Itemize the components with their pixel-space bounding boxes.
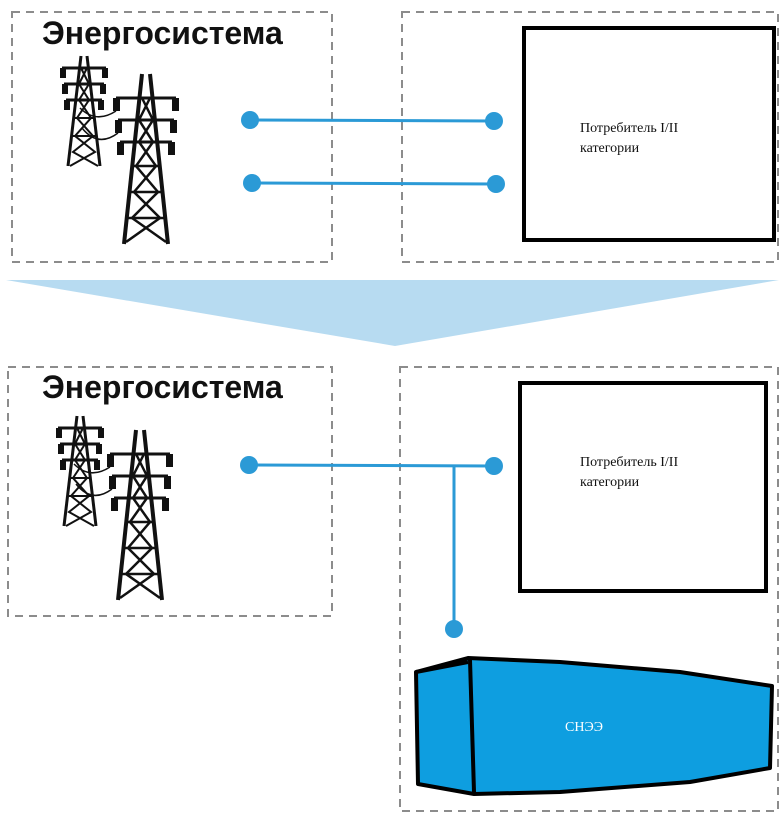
transition-arrow <box>6 280 779 346</box>
supply-line-3 <box>240 456 503 638</box>
consumer-label-2: Потребитель I/II категории <box>580 455 682 490</box>
consumer-panel <box>401 11 779 263</box>
power-system-panel <box>11 11 333 263</box>
storage-label: СНЭЭ <box>565 720 603 735</box>
energy-storage-block: СНЭЭ <box>414 656 774 796</box>
before-scheme: Энергосистема Потребитель I/II категории <box>11 11 779 263</box>
consumer-panel-2 <box>399 366 779 812</box>
power-system-title-2: Энергосистема <box>42 369 283 405</box>
power-system-title: Энергосистема <box>42 15 283 51</box>
power-tower-icon <box>58 54 181 246</box>
consumer-box <box>522 26 776 242</box>
supply-line-1 <box>241 111 503 130</box>
consumer-box-2 <box>518 381 768 593</box>
supply-line-2 <box>243 174 505 193</box>
power-system-panel-2 <box>7 366 333 617</box>
after-scheme: Энергосистема Потребитель I/II категории… <box>7 366 779 812</box>
power-tower-icon <box>54 414 175 602</box>
consumer-label: Потребитель I/II категории <box>580 121 682 156</box>
